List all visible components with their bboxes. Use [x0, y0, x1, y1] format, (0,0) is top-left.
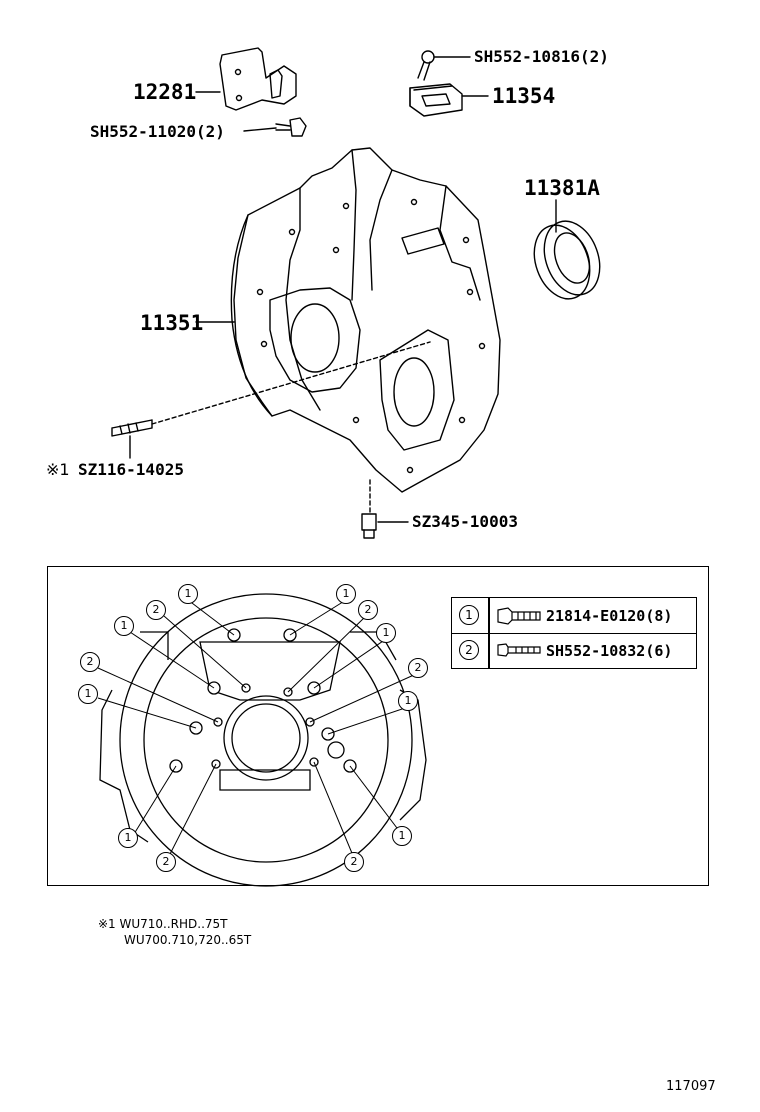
label-bracket: 12281	[133, 80, 197, 104]
footnote-line-1: ※1 WU710..RHD..75T	[98, 917, 228, 931]
callout-1: 1	[336, 584, 356, 604]
label-housing: 11351	[140, 311, 204, 335]
legend-mark: 1	[459, 605, 479, 625]
stud-drawing	[111, 419, 153, 437]
callout-2: 2	[80, 652, 100, 672]
legend-row: 2 SH552-10832(6)	[452, 633, 696, 668]
bolt-icon	[497, 643, 541, 657]
plug-drawing	[361, 513, 377, 539]
callout-1: 1	[78, 684, 98, 704]
callout-2: 2	[156, 852, 176, 872]
label-plug: SZ345-10003	[412, 512, 518, 531]
callout-1: 1	[118, 828, 138, 848]
callout-1: 1	[398, 691, 418, 711]
label-oil-seal: 11381A	[524, 176, 600, 200]
bolt-layout-inset	[47, 566, 709, 886]
callout-1: 1	[392, 826, 412, 846]
callout-2: 2	[344, 852, 364, 872]
bracket-drawing	[219, 47, 297, 111]
oil-seal-drawing	[533, 220, 601, 300]
legend-mark: 2	[459, 640, 479, 660]
label-clip: 11354	[492, 84, 556, 108]
housing-drawing	[230, 147, 501, 493]
label-bracket-bolt: SH552-11020(2)	[90, 122, 225, 141]
callout-2: 2	[358, 600, 378, 620]
callout-1: 1	[114, 616, 134, 636]
bolt-icon	[497, 607, 541, 625]
footnote-line-2: WU700.710,720..65T	[124, 933, 252, 947]
label-stud: SZ116-14025	[78, 460, 184, 479]
callout-2: 2	[146, 600, 166, 620]
bolt-legend-table: 1 21814-E0120(8) 2 SH552-108	[451, 597, 697, 669]
legend-row: 1 21814-E0120(8)	[452, 598, 696, 634]
callout-2: 2	[408, 658, 428, 678]
label-stud-mark: ※1	[46, 460, 70, 479]
clip-drawing	[409, 83, 463, 117]
legend-part-number: 21814-E0120(8)	[546, 607, 673, 625]
label-clip-bolt: SH552-10816(2)	[474, 47, 609, 66]
callout-1: 1	[178, 584, 198, 604]
figure-number: 117097	[666, 1079, 716, 1094]
legend-part-number: SH552-10832(6)	[546, 642, 673, 660]
callout-1: 1	[376, 623, 396, 643]
bracket-bolt-drawing	[275, 117, 307, 137]
